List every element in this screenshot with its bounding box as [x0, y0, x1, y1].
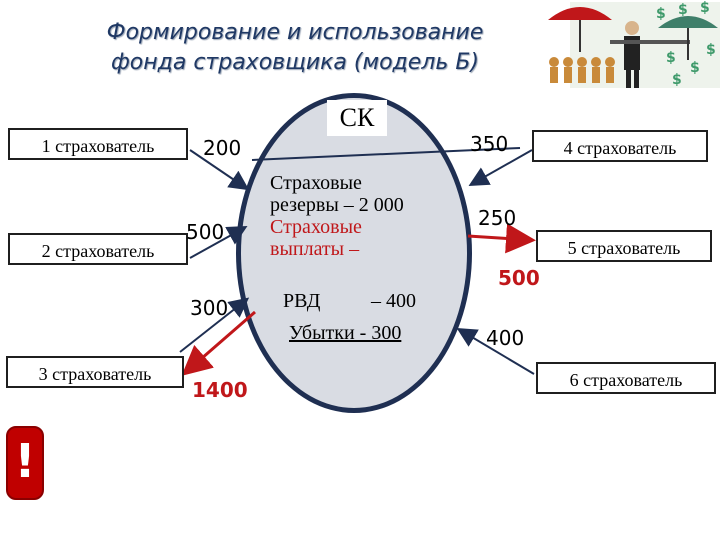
title-line-2: фонда страховщика (модель Б) — [110, 50, 479, 75]
insurer-box-1: 1 страхователь — [8, 128, 188, 160]
arrow-5-out — [467, 223, 536, 254]
insurance-umbrella-money-icon: $ $ $ $ $ $ $ — [548, 0, 720, 88]
payouts-value: выплаты – — [270, 238, 360, 260]
exclamation-icon: ! — [6, 426, 44, 500]
flow-value-5: 250 — [478, 206, 517, 230]
fund-description: Страховые резервы – 2 000 Страховые выпл… — [270, 172, 404, 260]
payouts-label: Страховые — [270, 216, 362, 238]
svg-text:$: $ — [672, 72, 682, 88]
arrow-4-in — [468, 149, 533, 186]
flow-value-4: 350 — [470, 132, 509, 156]
reserves-value: резервы – 2 000 — [270, 194, 404, 216]
arrow-3-out — [181, 310, 256, 376]
insurer-box-2: 2 страхователь — [8, 233, 188, 265]
insurer-label: СК — [327, 100, 387, 136]
rvd-label: РВД — [283, 290, 321, 312]
payout-value-5: 500 — [498, 266, 540, 290]
title-line-1: Формирование и использование — [106, 20, 484, 45]
insurer-box-4: 4 страхователь — [532, 130, 708, 162]
svg-text:$: $ — [656, 6, 666, 22]
reserves-label: Страховые — [270, 172, 362, 194]
flow-value-6: 400 — [486, 326, 525, 350]
arrow-3-in — [179, 297, 250, 353]
svg-text:$: $ — [666, 50, 676, 66]
svg-text:$: $ — [678, 2, 688, 18]
arrow-1-in — [189, 149, 250, 191]
insurer-box-6: 6 страхователь — [536, 362, 716, 394]
payout-value-3: 1400 — [192, 378, 248, 402]
svg-text:$: $ — [690, 60, 700, 76]
arrow-2-in — [189, 226, 248, 259]
flow-value-3: 300 — [190, 296, 229, 320]
svg-text:$: $ — [706, 42, 716, 58]
insurer-box-3: 3 страхователь — [6, 356, 184, 388]
flow-value-2: 500 — [186, 220, 225, 244]
arrow-6-in — [456, 327, 535, 375]
rvd-value: – 400 — [371, 290, 416, 312]
insurer-box-5: 5 страхователь — [536, 230, 712, 262]
flow-value-1: 200 — [203, 136, 242, 160]
page-title: Формирование и использование фонда страх… — [60, 18, 530, 78]
losses-label: Убытки - 300 — [289, 322, 402, 344]
svg-text:$: $ — [700, 0, 710, 16]
arrow-sk-link — [251, 147, 521, 161]
insurer-fund-ellipse — [236, 93, 472, 413]
